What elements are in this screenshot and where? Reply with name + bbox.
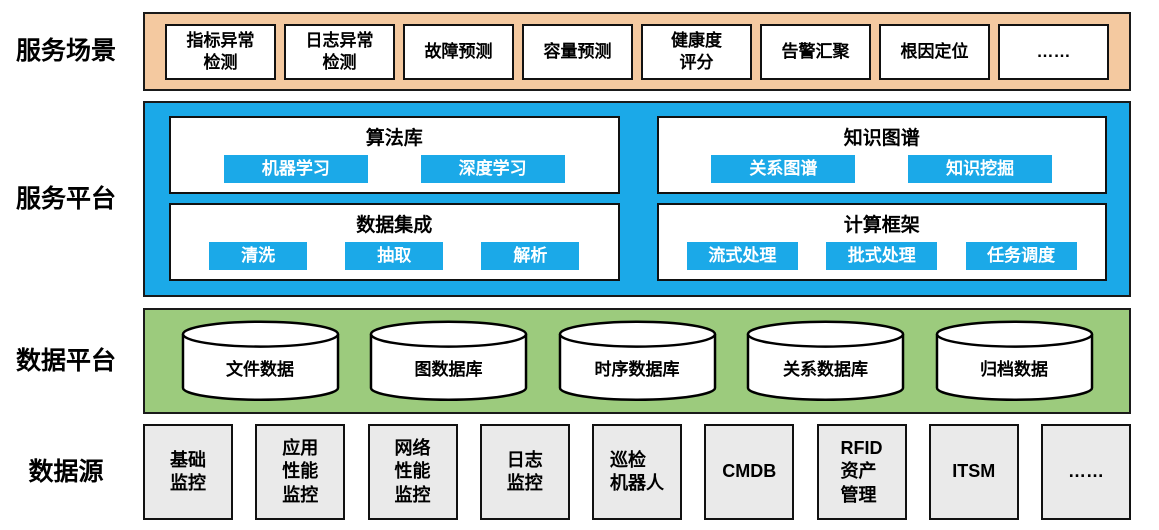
database-cylinder-icon xyxy=(935,320,1093,401)
chip-row: 流式处理 批式处理 任务调度 xyxy=(659,242,1106,270)
chip-parsing: 解析 xyxy=(481,242,580,270)
scenario-box-health-score: 健康度 评分 xyxy=(641,23,752,80)
chip-row: 清洗 抽取 解析 xyxy=(171,242,618,270)
source-box-rfid-asset: RFID 资产 管理 xyxy=(816,424,907,520)
row-label-service-scenarios: 服务场景 xyxy=(15,37,116,65)
row-label-data-sources: 数据源 xyxy=(28,458,104,486)
database-cylinder-file-data: 文件数据 xyxy=(181,319,340,403)
service-scenarios-band: 指标异常 检测 日志异常 检测 故障预测 容量预测 健康度 评分 告警汇聚 根因… xyxy=(143,12,1131,91)
row-label-service-platform: 服务平台 xyxy=(15,185,116,213)
source-box-inspection-robot: 巡检 机器人 xyxy=(592,424,682,520)
database-cylinder-icon xyxy=(558,320,716,401)
database-label: 图数据库 xyxy=(414,360,483,379)
source-box-cmdb: CMDB xyxy=(704,424,795,520)
database-cylinder-archive-data: 归档数据 xyxy=(935,319,1094,403)
scenario-box-alert-aggregation: 告警汇聚 xyxy=(760,23,871,80)
database-label: 文件数据 xyxy=(226,360,294,379)
panel-title: 算法库 xyxy=(365,128,423,149)
scenario-box-more: …… xyxy=(998,23,1109,80)
service-platform-band: 算法库 机器学习 深度学习 知识图谱 关系图谱 知识挖掘 数据集成 清洗 抽取 … xyxy=(143,101,1131,297)
source-box-basic-monitoring: 基础 监控 xyxy=(143,424,233,520)
source-box-itsm: ITSM xyxy=(928,424,1019,520)
database-cylinder-icon xyxy=(746,320,905,401)
chip-batch-processing: 批式处理 xyxy=(826,242,938,270)
source-box-npm: 网络 性能 监控 xyxy=(367,424,458,520)
row-label-data-platform: 数据平台 xyxy=(15,347,116,375)
scenario-box-root-cause: 根因定位 xyxy=(879,23,990,80)
scenario-box-log-anomaly: 日志异常 检测 xyxy=(284,23,395,80)
source-box-apm: 应用 性能 监控 xyxy=(255,424,346,520)
data-integration-panel: 数据集成 清洗 抽取 解析 xyxy=(169,203,620,281)
algorithm-library-panel: 算法库 机器学习 深度学习 xyxy=(169,116,620,194)
data-sources-row: 基础 监控 应用 性能 监控 网络 性能 监控 日志 监控 巡检 机器人 CMD… xyxy=(143,424,1131,520)
chip-deep-learning: 深度学习 xyxy=(420,155,565,183)
chip-task-scheduling: 任务调度 xyxy=(965,242,1077,270)
database-cylinder-icon xyxy=(369,320,528,401)
database-cylinder-timeseries-db: 时序数据库 xyxy=(558,319,717,403)
database-cylinder-graph-db: 图数据库 xyxy=(369,319,528,403)
knowledge-graph-panel: 知识图谱 关系图谱 知识挖掘 xyxy=(656,116,1107,194)
chip-row: 机器学习 深度学习 xyxy=(171,155,618,183)
panel-title: 计算框架 xyxy=(843,215,920,236)
chip-extraction: 抽取 xyxy=(345,242,444,270)
source-box-more: …… xyxy=(1041,424,1131,520)
source-box-log-monitoring: 日志 监控 xyxy=(479,424,570,520)
chip-relation-graph: 关系图谱 xyxy=(711,155,856,183)
panel-title: 数据集成 xyxy=(356,215,433,236)
database-label: 关系数据库 xyxy=(783,360,868,379)
chip-machine-learning: 机器学习 xyxy=(223,155,368,183)
chip-stream-processing: 流式处理 xyxy=(686,242,798,270)
chip-row: 关系图谱 知识挖掘 xyxy=(659,155,1106,183)
scenario-box-capacity-prediction: 容量预测 xyxy=(522,23,633,80)
database-cylinder-relational-db: 关系数据库 xyxy=(746,319,905,403)
scenario-box-metric-anomaly: 指标异常 检测 xyxy=(165,23,276,80)
panel-title: 知识图谱 xyxy=(843,128,920,149)
database-label: 时序数据库 xyxy=(594,360,680,379)
chip-cleaning: 清洗 xyxy=(209,242,308,270)
data-platform-band: 文件数据 图数据库 时序数据库 关系数据库 xyxy=(143,308,1131,414)
database-label: 归档数据 xyxy=(980,360,1048,379)
chip-knowledge-mining: 知识挖掘 xyxy=(908,155,1053,183)
computing-framework-panel: 计算框架 流式处理 批式处理 任务调度 xyxy=(656,203,1107,281)
scenario-box-fault-prediction: 故障预测 xyxy=(403,23,514,80)
database-cylinder-icon xyxy=(181,320,339,401)
